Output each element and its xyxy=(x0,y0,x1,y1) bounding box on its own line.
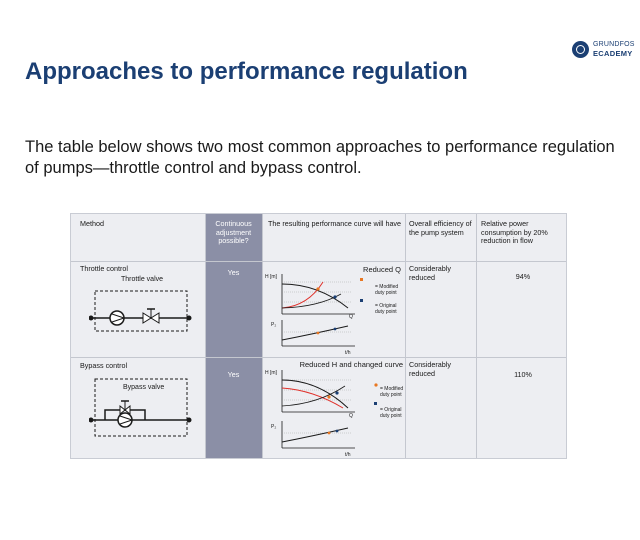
original-duty-point xyxy=(335,391,339,395)
logo-text-ecademy: ECADEMY xyxy=(593,49,633,58)
modified-legend-marker xyxy=(360,278,363,281)
original-duty-point xyxy=(333,295,337,299)
h-axis-label: H [m] xyxy=(265,274,278,280)
modified-legend-line1: = Modified xyxy=(375,284,398,290)
row-divider xyxy=(71,357,566,358)
row-bypass-power: 110% xyxy=(514,370,532,379)
modified-duty-point xyxy=(327,395,331,399)
pipe-end-dot xyxy=(186,315,192,321)
modified-legend-marker xyxy=(374,383,378,387)
modified-system-curve xyxy=(281,281,324,309)
pipe-end-dot xyxy=(89,315,94,321)
modified-legend-line1: = Modified xyxy=(380,386,403,392)
throttle-valve-label: Throttle valve xyxy=(121,276,163,283)
modified-pump-curve xyxy=(281,387,344,409)
valve-icon xyxy=(150,312,160,324)
grundfos-logo-icon xyxy=(572,41,589,58)
p2-axis-label: P₂ xyxy=(271,424,276,430)
valve-icon xyxy=(124,404,131,416)
column-divider xyxy=(476,214,477,458)
valve-icon xyxy=(119,404,126,416)
grundfos-ecademy-logo: GRUNDFOS ECADEMY xyxy=(572,39,634,61)
power-curve xyxy=(281,325,349,341)
original-legend-line1: = Original xyxy=(375,303,397,309)
pump-icon-line xyxy=(111,313,125,319)
row-bypass-continuous: Yes xyxy=(227,370,240,379)
power-curve xyxy=(281,427,349,443)
intro-paragraph: The table below shows two most common ap… xyxy=(25,138,615,177)
pump-icon xyxy=(109,310,125,326)
system-boundary xyxy=(94,378,188,437)
p2-axis-label: P₂ xyxy=(271,322,276,328)
header-curve: The resulting performance curve will hav… xyxy=(268,219,402,228)
page-title: Approaches to performance regulation xyxy=(25,58,468,85)
q-axis-label: Q xyxy=(349,413,353,419)
h-axis-label: H [m] xyxy=(265,370,278,376)
row-throttle-efficiency: Considerably reduced xyxy=(409,264,451,282)
pipe-end-dot xyxy=(186,417,192,423)
continuous-column-shading xyxy=(205,214,262,458)
row-throttle-power: 94% xyxy=(515,272,531,281)
system-curve xyxy=(281,385,346,407)
bypass-curve-title: Reduced H and changed curve xyxy=(300,360,403,369)
modified-power-point xyxy=(316,331,320,335)
original-legend-line2: duty point xyxy=(375,309,397,315)
modified-legend-line2: duty point xyxy=(375,290,397,296)
bypass-valve-label: Bypass valve xyxy=(123,384,164,391)
row-throttle-method: Throttle control xyxy=(80,264,128,273)
row-throttle-continuous: Yes xyxy=(227,268,240,277)
logo-text-brand: GRUNDFOS xyxy=(593,41,635,48)
pipe-end-dot xyxy=(89,417,94,423)
row-divider xyxy=(71,261,566,262)
pump-icon-line xyxy=(119,415,133,421)
column-divider xyxy=(262,214,263,458)
throttle-curve-title: Reduced Q xyxy=(363,265,401,274)
pump-icon xyxy=(117,412,133,428)
original-system-curve xyxy=(281,293,342,309)
column-divider xyxy=(405,214,406,458)
row-bypass-efficiency: Considerably reduced xyxy=(409,360,451,378)
modified-legend-line2: duty point xyxy=(380,392,402,398)
system-boundary xyxy=(94,290,188,332)
header-power: Relative power consumption by 20% reduct… xyxy=(481,219,548,245)
flow-unit-label: t/h xyxy=(345,452,351,458)
header-continuous: Continuous adjustment possible? xyxy=(215,219,252,245)
original-legend-line1: = Original xyxy=(380,407,402,413)
bypass-performance-graph: Reduced H and changed curve H [m] Q P₂ t… xyxy=(265,360,403,458)
throttle-control-diagram: Throttle valve xyxy=(89,276,192,332)
original-legend-line2: duty point xyxy=(380,413,402,419)
column-divider xyxy=(205,214,206,458)
original-power-point xyxy=(333,327,337,331)
regulation-table: Method Continuous adjustment possible? T… xyxy=(70,213,567,459)
pump-icon-line xyxy=(119,419,133,425)
bypass-control-diagram: Bypass valve xyxy=(89,378,192,437)
pump-curve xyxy=(281,379,349,409)
original-legend-marker xyxy=(360,299,363,302)
original-power-point xyxy=(335,429,339,433)
valve-icon xyxy=(142,312,152,324)
q-axis-label: Q xyxy=(349,314,353,320)
header-efficiency: Overall efficiency of the pump system xyxy=(409,219,472,237)
original-legend-marker xyxy=(374,402,377,405)
modified-duty-point xyxy=(316,287,320,291)
row-bypass-method: Bypass control xyxy=(80,361,128,370)
flow-unit-label: t/h xyxy=(345,350,351,356)
modified-power-point xyxy=(327,431,331,435)
throttle-performance-graph: Reduced Q H [m] Q P₂ t/h = Modified duty… xyxy=(265,265,401,356)
pump-icon-line xyxy=(111,317,125,323)
header-method: Method xyxy=(80,219,104,228)
